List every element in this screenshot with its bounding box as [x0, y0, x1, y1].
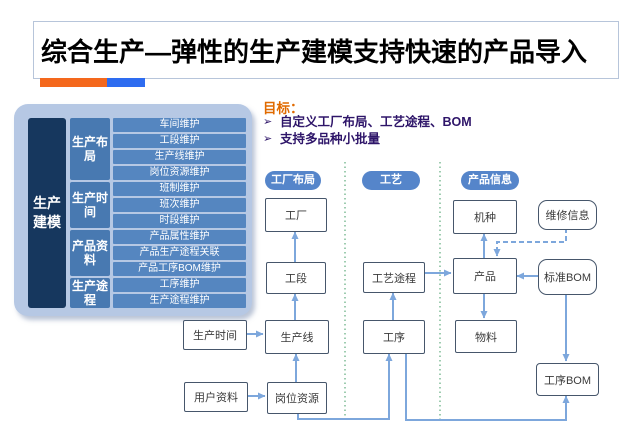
accent-bar-orange [40, 78, 107, 87]
node-product: 产品 [453, 258, 517, 294]
column-header-process: 工艺 [362, 171, 420, 190]
title-box: 综合生产—弹性的生产建模支持快速的产品导入 [33, 21, 619, 79]
node-machine-type: 机种 [453, 200, 517, 234]
group-production-route: 生产途程 [70, 278, 110, 308]
bullet-arrow-icon: ➢ [263, 116, 273, 128]
bullet-arrow-icon: ➢ [263, 133, 273, 145]
goals-heading: 目标： [263, 101, 304, 116]
goal-item: ➢ 支持多品种小批量 [263, 131, 380, 147]
node-production-line: 生产线 [265, 320, 329, 354]
node-factory: 工厂 [265, 198, 327, 232]
column-header-factory-layout: 工厂布局 [265, 171, 321, 190]
list-item: 工序维护 [113, 278, 246, 292]
node-production-time: 生产时间 [183, 320, 247, 350]
node-operation: 工序 [363, 320, 425, 354]
list-item: 生产线维护 [113, 150, 246, 164]
node-process-route: 工艺途程 [363, 262, 425, 293]
list-item: 时段维护 [113, 214, 246, 228]
list-item: 工段维护 [113, 134, 246, 148]
node-user-data: 用户资料 [184, 382, 248, 412]
goal-text: 支持多品种小批量 [280, 132, 381, 146]
list-item: 生产途程维护 [113, 294, 246, 308]
list-item: 产品工序BOM维护 [113, 262, 246, 276]
root-node-label: 生产建模 [28, 118, 66, 308]
group-product-data: 产品资料 [70, 230, 110, 276]
list-item: 产品属性维护 [113, 230, 246, 244]
production-modeling-panel: 生产建模 生产布局 生产时间 产品资料 生产途程 车间维护 工段维护 生产线维护… [14, 104, 252, 316]
list-item: 班制维护 [113, 182, 246, 196]
accent-bar-blue [107, 78, 145, 87]
list-item: 产品生产途程关联 [113, 246, 246, 260]
node-repair-info: 维修信息 [538, 200, 597, 230]
group-production-layout: 生产布局 [70, 118, 110, 180]
list-item: 班次维护 [113, 198, 246, 212]
node-operation-bom: 工序BOM [536, 363, 599, 396]
node-standard-bom: 标准BOM [538, 259, 597, 295]
column-header-product-info: 产品信息 [461, 171, 519, 190]
node-post-resource: 岗位资源 [267, 382, 327, 414]
goal-text: 自定义工厂布局、工艺途程、BOM [280, 115, 472, 129]
list-item: 车间维护 [113, 118, 246, 132]
page-title: 综合生产—弹性的生产建模支持快速的产品导入 [41, 36, 588, 67]
group-production-time: 生产时间 [70, 182, 110, 228]
goal-item: ➢ 自定义工厂布局、工艺途程、BOM [263, 114, 472, 130]
node-material: 物料 [455, 320, 517, 353]
node-section: 工段 [266, 262, 326, 294]
list-item: 岗位资源维护 [113, 166, 246, 180]
